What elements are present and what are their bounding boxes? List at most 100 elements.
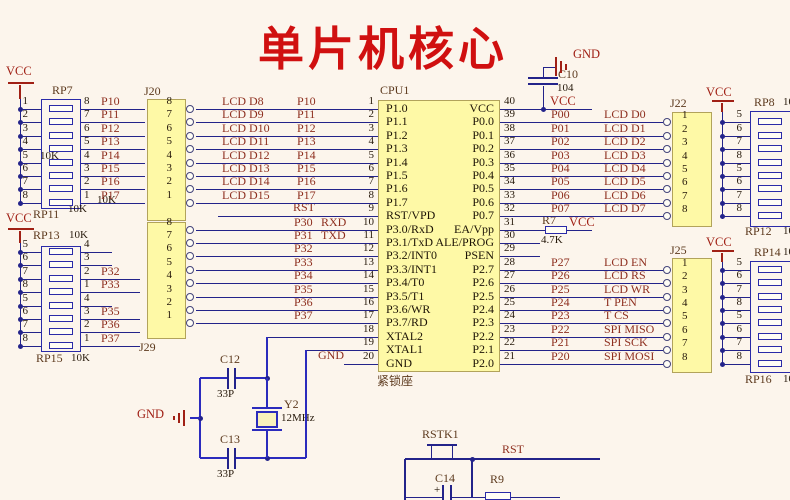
resistor[interactable] [758,118,782,125]
resistor[interactable] [49,159,73,166]
resistor-pack-rp8-box[interactable] [750,111,790,227]
bus-net-label: LCD D1 [604,121,646,135]
net-label: P15 [297,161,316,175]
bus-net-label: LCD D9 [222,107,264,121]
resistor-r7-body[interactable] [545,226,567,234]
resistor[interactable] [758,145,782,152]
pack-pin-number: 7 [736,336,743,348]
pack-pin-number: 5 [22,149,29,161]
wire [500,109,592,110]
resistor[interactable] [49,261,73,268]
pack-pin-number: 7 [22,318,29,330]
wire [543,67,556,68]
junction-dot [198,416,203,421]
wire [722,323,750,324]
gnd-power-label: GND [573,47,601,61]
cpu-pin-number: 13 [363,256,374,268]
resistor[interactable] [49,145,73,152]
resistor-pack-rp7-box[interactable] [41,99,81,209]
resistor[interactable] [49,185,73,192]
connector-pin-number: 6 [166,242,173,254]
wire [500,297,663,298]
wire [305,350,307,458]
resistor[interactable] [49,132,73,139]
resistor[interactable] [49,315,73,322]
cpu-pin-number: 25 [504,296,515,308]
cpu-pin-number: 7 [368,175,375,187]
connector-pin-number: 3 [166,283,173,295]
connector-pin-number: 4 [682,150,688,162]
wire [722,337,750,338]
connector-j29-box[interactable] [147,222,186,339]
resistor[interactable] [758,172,782,179]
bus-net-label: LCD D12 [222,148,270,162]
resistor[interactable] [49,248,73,255]
resistor-r9-body[interactable] [485,492,511,500]
resistor[interactable] [49,302,73,309]
resistor[interactable] [49,118,73,125]
resistor[interactable] [49,199,73,206]
resistor[interactable] [49,288,73,295]
resistor[interactable] [49,342,73,349]
resistor[interactable] [49,172,73,179]
resistor[interactable] [758,360,782,367]
crystal-y2-body[interactable] [256,411,278,428]
cpu-pin-name: P0.1 [472,128,494,142]
connector-j25-box[interactable] [672,258,712,373]
resistor[interactable] [49,105,73,112]
wire [266,378,268,409]
net-label: P37 [294,308,313,322]
rp16-value: 10K [783,373,790,385]
bus-net-label: LCD D4 [604,161,646,175]
net-label: P13 [297,134,316,148]
wire [404,459,406,500]
connector-j20-box[interactable] [147,99,186,221]
resistor[interactable] [758,266,782,273]
pack-pin-number: 8 [736,149,743,161]
resistor[interactable] [758,306,782,313]
wire [196,270,378,271]
wire [20,163,41,164]
resistor[interactable] [758,159,782,166]
pack-pin-number: 1 [22,95,29,107]
wire [19,231,21,243]
vcc-power-label: VCC [706,235,732,249]
resistor[interactable] [758,212,782,219]
pin-terminal-circle [186,159,194,167]
bus-net-label: T CS [604,308,629,322]
pack-pin-number: 3 [84,251,90,263]
resistor[interactable] [758,319,782,326]
cpu-pin-name: P2.0 [472,356,494,370]
pin-terminal-circle [663,159,671,167]
connector-j22-box[interactable] [672,112,712,227]
resistor-pack-rp14-box[interactable] [750,261,790,373]
resistor-pack-rp13-box[interactable] [41,246,81,352]
resistor[interactable] [758,185,782,192]
wire [500,350,663,351]
resistor[interactable] [758,293,782,300]
resistor[interactable] [49,328,73,335]
resistor[interactable] [758,346,782,353]
resistor[interactable] [49,275,73,282]
resistor[interactable] [758,279,782,286]
cpu-pin-number: 5 [368,149,375,161]
wire [511,497,560,498]
pin-terminal-circle [186,239,194,247]
resistor[interactable] [758,333,782,340]
cpu-pin-name: P3.6/WR [386,302,431,316]
cpu-component-box[interactable] [378,100,500,372]
net-label: P24 [551,295,570,309]
wire [722,163,750,164]
cpu-pin-number: 33 [504,189,515,201]
cpu-pin-name: P0.6 [472,195,494,209]
net-label: P10 [101,94,120,108]
connector-pin-number: 5 [682,163,688,175]
resistor[interactable] [758,199,782,206]
pack-pin-number: 6 [22,162,29,174]
cpu-pin-number: 9 [368,202,375,214]
bus-net-label: LCD D15 [222,188,270,202]
net-label: P35 [101,304,120,318]
cpu-pin-name: P0.3 [472,155,494,169]
net-label: P25 [551,282,570,296]
resistor[interactable] [758,132,782,139]
